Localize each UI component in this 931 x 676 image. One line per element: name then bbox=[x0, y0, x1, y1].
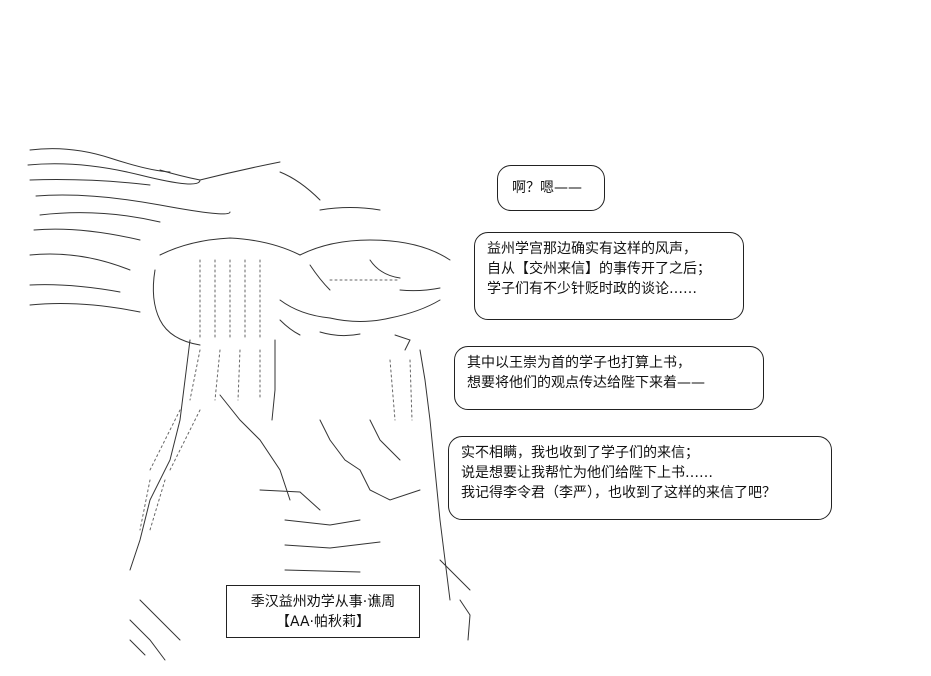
shading-marks bbox=[139, 259, 413, 531]
character-caption-box: 季汉益州劝学从事·谯周 【AA·帕秋莉】 bbox=[226, 585, 420, 638]
bubble-4-line-2: 说是想要让我帮忙为他们给陛下上书…… bbox=[461, 465, 713, 481]
caption-title: 季汉益州劝学从事·谯周 bbox=[250, 594, 396, 610]
speech-bubble-2: 益州学宫那边确实有这样的风声， 自从【交州来信】的事传开了之后； 学子们有不少针… bbox=[474, 232, 744, 320]
speech-bubble-1: 啊？嗯—— bbox=[497, 165, 605, 211]
hair-strokes bbox=[27, 148, 321, 313]
character-body bbox=[129, 339, 471, 661]
bubble-3-line-1: 其中以王崇为首的学子也打算上书， bbox=[467, 355, 691, 371]
bubble-4-line-1: 实不相瞒，我也收到了学子们的来信； bbox=[461, 445, 699, 461]
character-head bbox=[152, 207, 451, 351]
bubble-4-line-3: 我记得李令君（李严），也收到了这样的来信了吧？ bbox=[461, 485, 776, 501]
caption-credit: 【AA·帕秋莉】 bbox=[276, 614, 370, 630]
speech-bubble-4: 实不相瞒，我也收到了学子们的来信； 说是想要让我帮忙为他们给陛下上书…… 我记得… bbox=[448, 436, 832, 520]
bubble-3-line-2: 想要将他们的观点传达给陛下来着—— bbox=[467, 375, 705, 391]
bubble-1-line-1: 啊？嗯—— bbox=[512, 180, 582, 196]
speech-bubble-3: 其中以王崇为首的学子也打算上书， 想要将他们的观点传达给陛下来着—— bbox=[454, 346, 764, 410]
bubble-2-line-2: 自从【交州来信】的事传开了之后； bbox=[487, 261, 711, 277]
bubble-2-line-3: 学子们有不少针贬时政的谈论…… bbox=[487, 281, 697, 297]
bubble-2-line-1: 益州学宫那边确实有这样的风声， bbox=[487, 241, 697, 257]
